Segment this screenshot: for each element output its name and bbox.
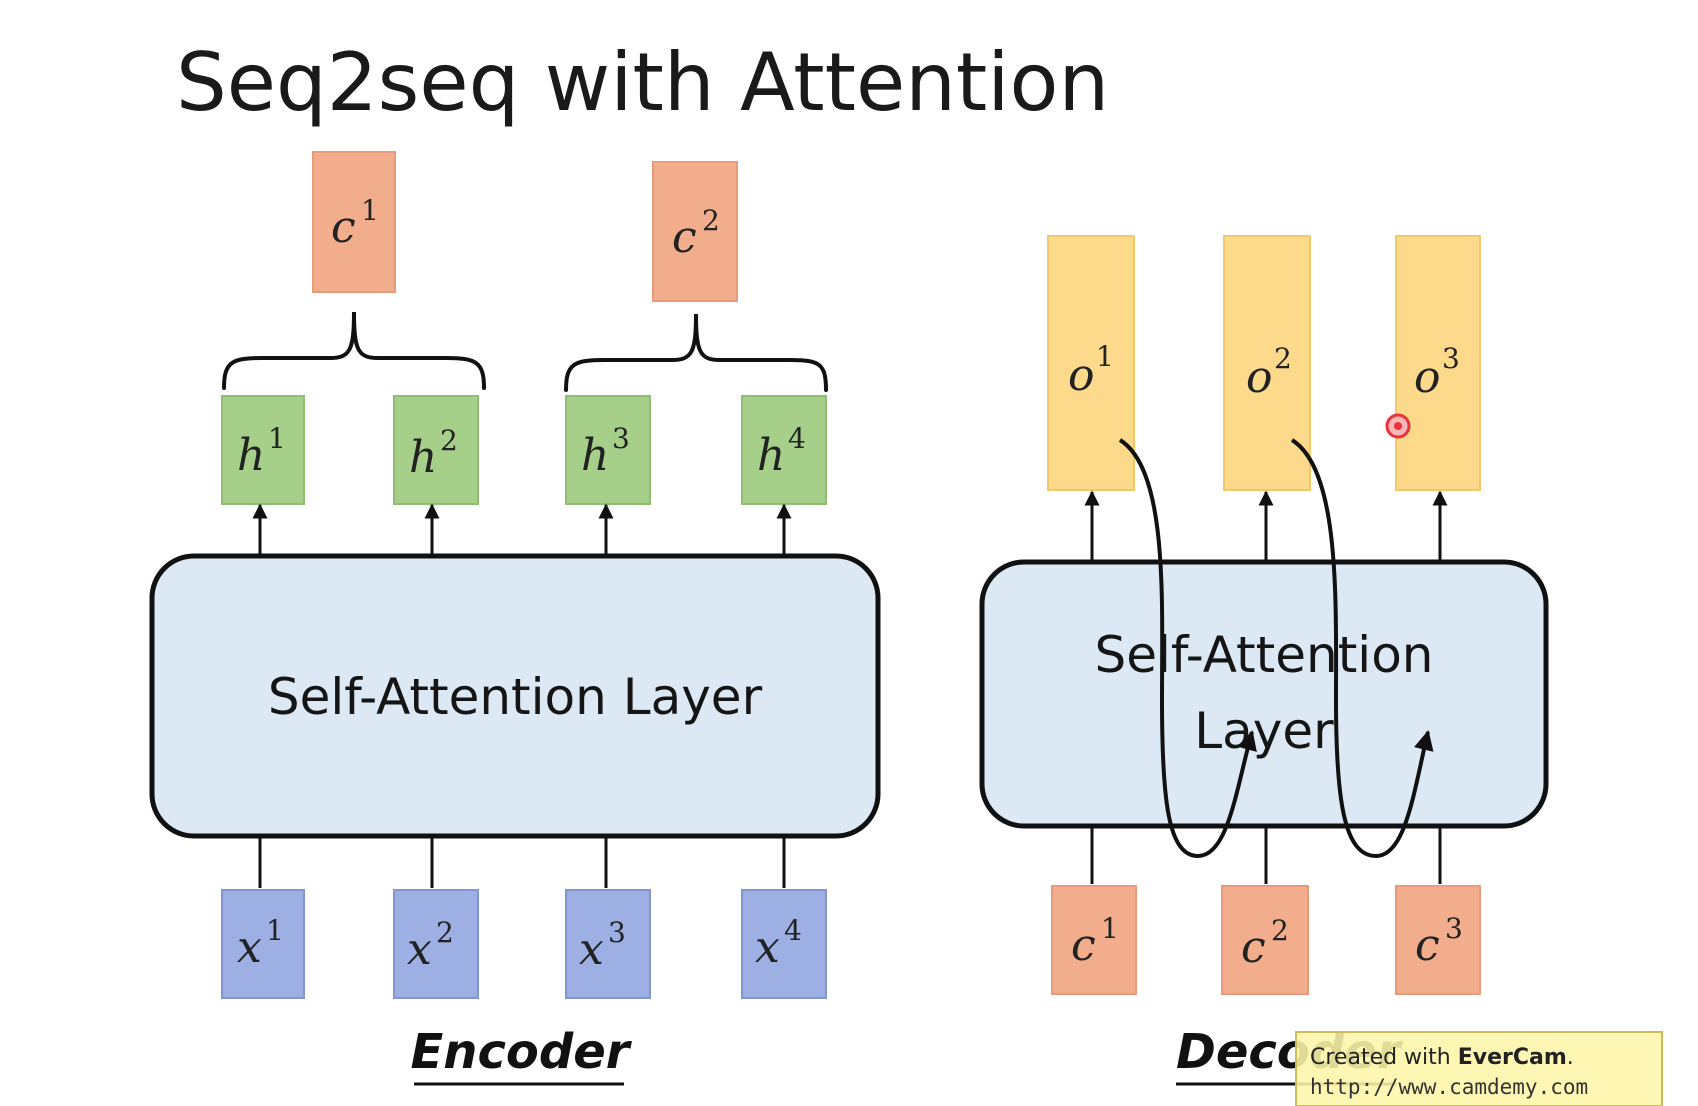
encoder-hidden-h2: h 2 [393,395,479,505]
svg-text:1: 1 [268,422,286,455]
cursor-indicator [1385,413,1411,439]
feedback-arrow-o2-to-c3 [1290,438,1434,859]
encoder-input-x3: x 3 [565,889,651,999]
watermark-url: http://www.camdemy.com [1310,1075,1588,1099]
decoder-output-o2: o 2 [1223,235,1311,491]
watermark-brand: EverCam [1458,1045,1567,1070]
svg-text:4: 4 [784,914,802,947]
svg-text:c: c [672,212,697,263]
svg-text:4: 4 [788,422,806,455]
svg-text:Self-Attention: Self-Attention [1095,626,1434,684]
svg-text:3: 3 [612,422,630,455]
svg-text:1: 1 [1096,340,1114,373]
svg-text:Layer: Layer [1194,702,1334,760]
encoder-hidden-h3: h 3 [565,395,651,505]
svg-text:1: 1 [361,194,379,227]
encoder-input-x2: x 2 [393,889,479,999]
watermark-box: Created with EverCam. http://www.camdemy… [1295,1031,1663,1106]
svg-text:Created with EverCam.: Created with EverCam. [1310,1045,1574,1070]
svg-text:3: 3 [1442,342,1460,375]
brace-left [222,311,486,390]
svg-text:h: h [757,430,785,481]
encoder-hidden-h4: h 4 [741,395,827,505]
svg-text:c: c [1241,922,1266,973]
encoder-input-x1: x 1 [221,889,305,999]
svg-text:1: 1 [266,914,284,947]
slide-title: Seq2seq with Attention [176,36,1109,129]
brace-right [564,313,828,392]
svg-text:2: 2 [1271,914,1289,947]
decoder-input-c3: c 3 [1395,885,1481,995]
svg-text:x: x [755,922,780,973]
decoder-output-arrows [1084,490,1448,560]
svg-text:2: 2 [702,204,720,237]
svg-text:h: h [237,430,265,481]
encoder-output-arrows [252,503,792,556]
svg-text:h: h [581,430,609,481]
svg-text:3: 3 [608,916,626,949]
decoder-input-lines [1090,826,1442,884]
svg-text:c: c [331,202,356,253]
decoder-output-o1: o 1 [1047,235,1135,491]
feedback-arrow-o1-to-c2 [1118,438,1257,859]
encoder-hidden-h1: h 1 [221,395,305,505]
encoder-context-c1: c 1 [312,151,396,293]
svg-text:x: x [579,924,604,975]
svg-text:x: x [407,924,432,975]
decoder-input-c1: c 1 [1051,885,1137,995]
svg-text:2: 2 [440,424,458,457]
svg-text:x: x [237,922,262,973]
encoder-context-c2: c 2 [652,161,738,302]
svg-text:2: 2 [1274,342,1292,375]
encoder-input-x4: x 4 [741,889,827,999]
watermark-prefix: Created with [1310,1045,1458,1070]
decoder-output-o3: o 3 [1395,235,1481,491]
encoder-label: Encoder [411,1024,633,1080]
svg-text:o: o [1246,352,1273,403]
encoder-input-lines [258,836,786,888]
svg-text:2: 2 [436,916,454,949]
decoder-self-attention-layer: Self-Attention Layer [979,559,1549,829]
svg-text:Self-Attention Layer: Self-Attention Layer [268,668,763,726]
svg-text:o: o [1414,352,1441,403]
svg-text:c: c [1071,920,1096,971]
svg-text:c: c [1415,920,1440,971]
decoder-input-c2: c 2 [1221,885,1309,995]
watermark-suffix: . [1567,1045,1574,1070]
encoder-self-attention-layer: Self-Attention Layer [149,553,881,839]
svg-text:o: o [1068,350,1095,401]
svg-text:3: 3 [1445,912,1463,945]
svg-text:h: h [409,432,437,483]
svg-text:1: 1 [1101,912,1119,945]
